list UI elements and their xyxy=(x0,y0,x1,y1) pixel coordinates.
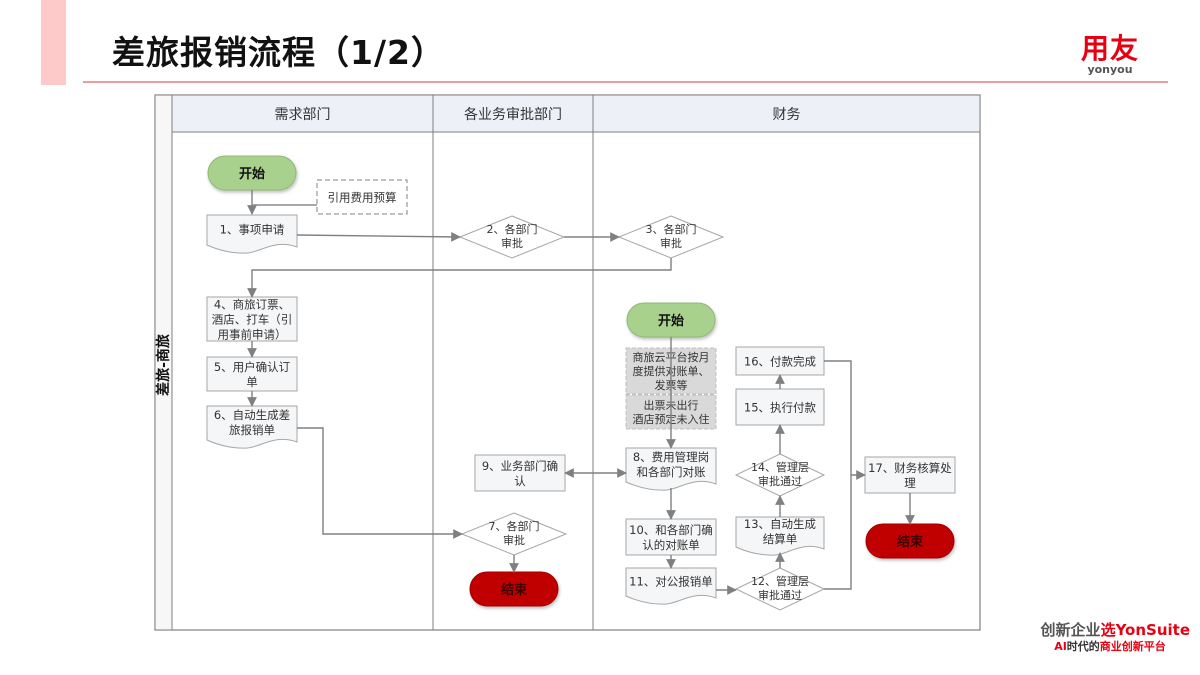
flow-node-start2[interactable]: 开始 xyxy=(626,302,716,338)
logo-english: yonyou xyxy=(1087,63,1133,76)
node-label-line: 审批通过 xyxy=(758,474,802,488)
node-label-line: 旅报销单 xyxy=(229,423,275,437)
node-label-line: 16、付款完成 xyxy=(744,354,817,368)
slogan-text: 时代的 xyxy=(1066,640,1100,653)
lane-header-approval xyxy=(432,94,594,133)
title-accent-bar xyxy=(41,0,66,85)
node-label-line: 9、业务部门确 xyxy=(482,459,558,473)
node-label-line: 和各部门对账 xyxy=(637,465,706,479)
slogan-line-1: 创新企业选YonSuite xyxy=(1030,620,1190,640)
node-label-line: 审批 xyxy=(501,236,523,250)
yonyou-logo: 用友 yonyou xyxy=(1074,34,1146,76)
document-shape xyxy=(625,567,717,605)
edge-n6-to-n7 xyxy=(297,427,463,539)
lane-title: 各业务审批部门 xyxy=(464,107,562,123)
slogan-line-2: AI时代的商业创新平台 xyxy=(1030,640,1190,654)
node-label-line: 4、商旅订票、 xyxy=(214,297,290,311)
decision-shape xyxy=(458,215,566,259)
flow-node-n11[interactable]: 11、对公报销单 xyxy=(625,567,717,605)
node-label-line: 14、管理层 xyxy=(751,460,809,474)
logo-chinese: 用友 xyxy=(1080,32,1139,65)
flow-node-budget[interactable]: 引用费用预算 xyxy=(316,179,408,215)
node-label-line: 3、各部门 xyxy=(646,222,697,236)
process-shape xyxy=(474,454,566,492)
edge-n16-to-n17 xyxy=(824,360,866,480)
edge-n3-to-n4 xyxy=(247,258,672,298)
node-label-line: 单 xyxy=(246,375,258,389)
node-label-line: 12、管理层 xyxy=(751,574,809,588)
node-label-line: 15、执行付款 xyxy=(744,400,817,414)
pool-label-band xyxy=(154,94,173,631)
lane-title: 财务 xyxy=(773,107,801,123)
node-label-line: 用事前申请） xyxy=(218,327,287,341)
annotation-shape xyxy=(316,179,408,215)
node-label-line: 5、用户确认订 xyxy=(214,360,291,374)
document-shape xyxy=(625,447,717,491)
flow-node-n16[interactable]: 16、付款完成 xyxy=(735,346,825,376)
node-label-line: 10、和各部门确 xyxy=(629,523,713,537)
slogan-platform: 商业创新平台 xyxy=(1099,640,1166,653)
node-label-line: 结束 xyxy=(897,534,924,550)
node-label-line: 13、自动生成 xyxy=(744,517,817,531)
node-label-line: 17、财务核算处 xyxy=(868,461,952,475)
edge-n1-to-n2 xyxy=(296,231,461,242)
page-title: 差旅报销流程（1/2） xyxy=(112,33,445,72)
node-label-line: 审批 xyxy=(660,236,682,250)
flow-node-end1[interactable]: 结束 xyxy=(469,571,559,607)
node-label-line: 结束 xyxy=(501,582,528,598)
lane-title: 需求部门 xyxy=(275,107,331,123)
slogan-highlight: 选YonSuite xyxy=(1100,621,1190,639)
node-label-line: 7、各部门 xyxy=(489,519,540,533)
node-label-line: 1、事项申请 xyxy=(220,222,285,236)
node-label-line: 2、各部门 xyxy=(487,222,538,236)
slogan-prefix: 创新企业 xyxy=(1040,621,1101,639)
flow-node-end2[interactable]: 结束 xyxy=(865,523,955,559)
node-label-line: 6、自动生成差 xyxy=(214,408,290,422)
document-shape xyxy=(206,214,298,254)
node-label-line: 酒店、打车（引 xyxy=(212,312,293,326)
lane-header-finance xyxy=(592,94,981,133)
process-shape xyxy=(625,518,717,556)
slogan-ai: AI xyxy=(1054,640,1067,653)
decision-shape xyxy=(734,567,826,611)
node-label-line: 11、对公报销单 xyxy=(629,574,713,588)
node-label-line: 8、费用管理岗 xyxy=(633,450,709,464)
document-shape xyxy=(206,405,298,449)
process-shape xyxy=(206,296,298,342)
flow-node-n15[interactable]: 15、执行付款 xyxy=(735,388,825,426)
flow-node-n1[interactable]: 1、事项申请 xyxy=(206,214,298,254)
flow-node-start1[interactable]: 开始 xyxy=(207,155,297,191)
edge-n12-to-n17 xyxy=(824,475,852,590)
node-label-line: 审批通过 xyxy=(758,588,802,602)
title-divider xyxy=(83,81,1168,83)
node-label-line: 引用费用预算 xyxy=(328,190,397,204)
node-label-line: 结算单 xyxy=(763,532,798,546)
node-label-line: 开始 xyxy=(658,313,684,329)
node-label-line: 审批 xyxy=(503,533,525,547)
footer-slogan: 创新企业选YonSuite AI时代的商业创新平台 xyxy=(1030,620,1190,654)
node-label-line: 认 xyxy=(514,474,526,488)
node-label-line: 认的对账单 xyxy=(642,538,700,552)
node-label-line: 理 xyxy=(904,476,916,490)
pool-label: 差旅-商旅 xyxy=(155,334,172,396)
node-label-line: 开始 xyxy=(239,166,265,182)
